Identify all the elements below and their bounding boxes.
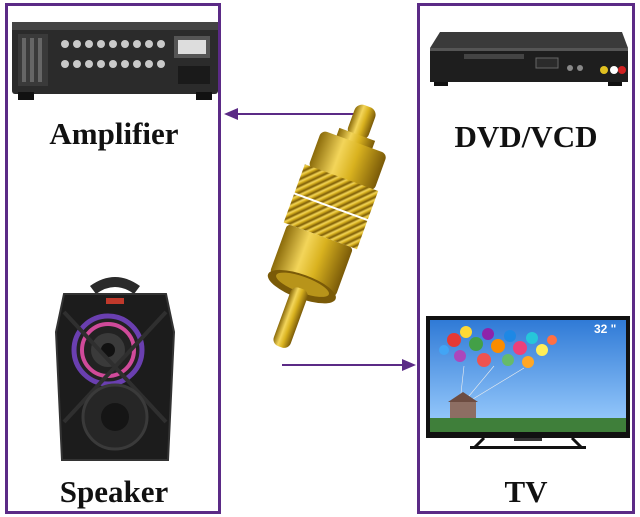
tv-label: TV [504,474,548,509]
amplifier-label: Amplifier [49,116,179,151]
rca-coupler-image [236,92,406,376]
tv-image: 32 " [424,314,632,450]
dvd-player-image [424,28,630,88]
speaker-image [50,272,180,468]
dvd-vcd-label: DVD/VCD [454,119,598,154]
arrow-to-tv [282,359,416,371]
tv-size-badge: 32 " [594,322,617,336]
arrow-to-amplifier [224,108,360,120]
speaker-label: Speaker [59,474,169,509]
amplifier-image [10,14,220,102]
